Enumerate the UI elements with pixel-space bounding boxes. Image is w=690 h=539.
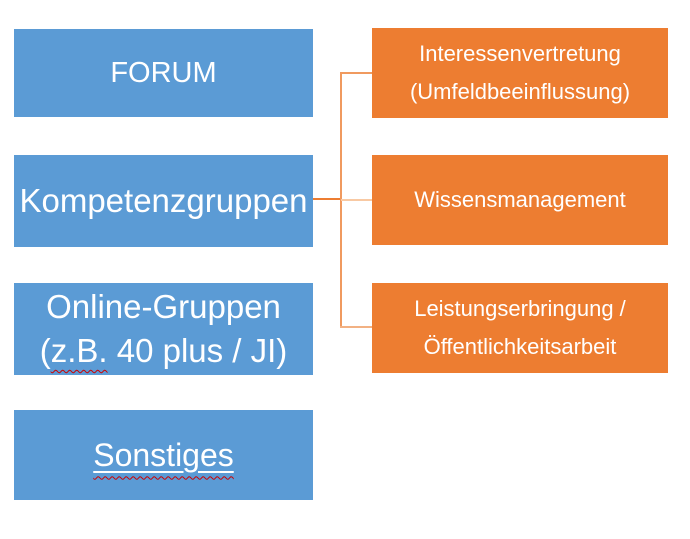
box-interessenvertretung-line1: Interessenvertretung	[419, 41, 621, 66]
box-wissensmanagement: Wissensmanagement	[372, 155, 668, 245]
box-online-gruppen-line1: Online-Gruppen	[46, 288, 281, 325]
connector-branch-bottom	[340, 326, 372, 328]
box-forum-label: FORUM	[110, 56, 217, 89]
box-kompetenzgruppen-label: Kompetenzgruppen	[19, 182, 308, 219]
box-sonstiges-label: Sonstiges	[93, 436, 234, 473]
line2-open-paren: (	[39, 332, 51, 369]
box-kompetenzgruppen: Kompetenzgruppen	[14, 155, 313, 247]
box-leistungserbringung: Leistungserbringung / Öffentlichkeitsarb…	[372, 283, 668, 373]
box-sonstiges: Sonstiges	[14, 410, 313, 500]
box-online-gruppen-line2: (z.B. 40 plus / JI)	[40, 329, 288, 373]
box-online-gruppen: Online-Gruppen (z.B. 40 plus / JI)	[14, 283, 313, 375]
connector-branch-middle	[341, 199, 372, 201]
box-interessenvertretung-line2: (Umfeldbeeinflussung)	[409, 79, 631, 104]
box-wissensmanagement-label: Wissensmanagement	[414, 187, 626, 212]
box-leistungserbringung-line2: Öffentlichkeitsarbeit	[423, 334, 617, 359]
line2-rest: 40 plus / JI)	[107, 332, 288, 369]
box-leistungserbringung-line1: Leistungserbringung /	[414, 296, 626, 321]
connector-stub-left	[313, 198, 341, 200]
connector-branch-top	[340, 72, 372, 74]
box-sonstiges-underlined: Sonstiges	[93, 437, 234, 474]
box-forum: FORUM	[14, 29, 313, 117]
box-interessenvertretung: Interessenvertretung (Umfeldbeeinflussun…	[372, 28, 668, 118]
line2-spellcheck-flagged-text: z.B.	[50, 332, 108, 369]
